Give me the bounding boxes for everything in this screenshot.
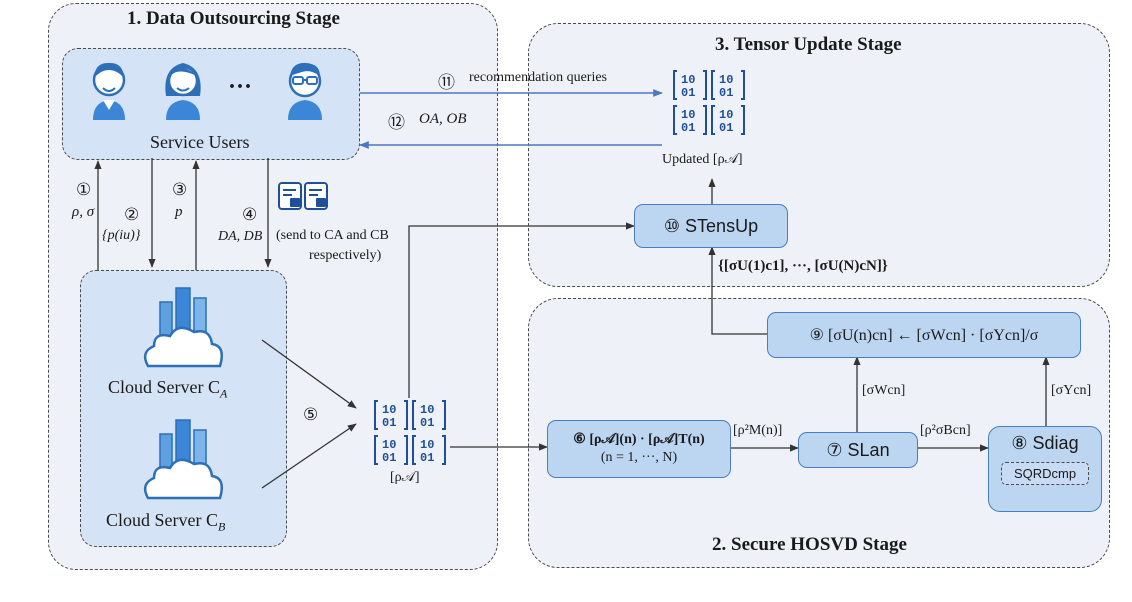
svg-text:01: 01	[382, 416, 396, 430]
rho2sigmab-label: [ρ²σBcn]	[920, 423, 971, 438]
step-1-label: ρ, σ	[72, 204, 95, 220]
node-9-update[interactable]: ⑨ [σU(n)cn] ← [σWcn] · [σYcn]/σ	[767, 312, 1081, 358]
step-11-marker: ⑪	[438, 73, 455, 92]
step-12-label: OA, OB	[419, 111, 467, 127]
updated-tensor-label: Updated [ρ𝒜]	[662, 152, 743, 167]
rho2m-label: [ρ²M(n)]	[733, 423, 783, 438]
svg-text:01: 01	[420, 451, 434, 465]
step-11-label: recommendation queries	[469, 70, 608, 85]
step-2-label: {p(iu)}	[102, 228, 141, 243]
svg-text:10: 10	[420, 403, 434, 417]
user-avatar	[158, 58, 208, 125]
stensup-node[interactable]: ⑩ STensUp	[634, 204, 788, 248]
svg-text:10: 10	[382, 438, 396, 452]
step-4-marker: ④	[242, 205, 258, 224]
cloud-server-icon	[140, 412, 226, 509]
sdiag-node[interactable]: ⑧ Sdiag SQRDcmp	[988, 426, 1102, 512]
svg-text:01: 01	[681, 121, 695, 135]
sigmaw-label: [σWcn]	[862, 383, 906, 398]
encrypted-file-icon	[278, 182, 330, 215]
step-3-marker: ③	[172, 180, 188, 199]
svg-text:10: 10	[420, 438, 434, 452]
node-6-product[interactable]: ⑥ [ρ𝒜](n) · [ρ𝒜]T(n) (n = 1, ···, N)	[547, 420, 731, 478]
tensor-update-title: 3. Tensor Update Stage	[715, 34, 902, 55]
u-set-label: {[σU(1)c1], ···, [σU(N)cN]}	[718, 258, 888, 274]
cloud-server-cb-label: Cloud Server CB	[106, 510, 226, 534]
sqrdcmp-box: SQRDcmp	[1000, 462, 1090, 485]
slan-node[interactable]: ⑦ SLan	[798, 432, 918, 468]
svg-text:01: 01	[681, 86, 695, 100]
sdiag-label: ⑧ Sdiag	[1011, 433, 1079, 453]
svg-text:10: 10	[719, 108, 733, 122]
step-3-label: p	[175, 204, 183, 220]
step-12-marker: ⑫	[388, 113, 405, 132]
secure-hosvd-title: 2. Secure HOSVD Stage	[712, 534, 907, 555]
service-users-label: Service Users	[150, 132, 250, 152]
node-6-range: (n = 1, ···, N)	[600, 450, 678, 465]
tensor-update-stage	[528, 23, 1110, 287]
step-4-label: DA, DB	[218, 229, 263, 244]
step-4-note: respectively)	[309, 248, 382, 263]
svg-text:10: 10	[681, 108, 695, 122]
svg-text:01: 01	[719, 86, 733, 100]
cloud-server-ca-label: Cloud Server CA	[108, 377, 228, 401]
ellipsis: ···	[228, 74, 253, 100]
step-1-marker: ①	[76, 180, 92, 199]
step-5-marker: ⑤	[303, 405, 319, 424]
user-avatar	[85, 58, 133, 125]
svg-text:01: 01	[719, 121, 733, 135]
step-2-marker: ②	[124, 205, 140, 224]
sigmay-label: [σYcn]	[1051, 383, 1092, 398]
rho-a-label: [ρ𝒜]	[390, 470, 420, 485]
svg-text:10: 10	[719, 73, 733, 87]
node-6-formula: ⑥ [ρ𝒜](n) · [ρ𝒜]T(n)	[573, 432, 705, 447]
user-avatar	[280, 58, 330, 125]
step-4-note: (send to CA and CB	[276, 228, 389, 243]
svg-text:01: 01	[420, 416, 434, 430]
data-outsourcing-title: 1. Data Outsourcing Stage	[127, 8, 340, 29]
svg-text:01: 01	[382, 451, 396, 465]
svg-text:10: 10	[382, 403, 396, 417]
cloud-server-icon	[140, 280, 226, 377]
svg-text:10: 10	[681, 73, 695, 87]
